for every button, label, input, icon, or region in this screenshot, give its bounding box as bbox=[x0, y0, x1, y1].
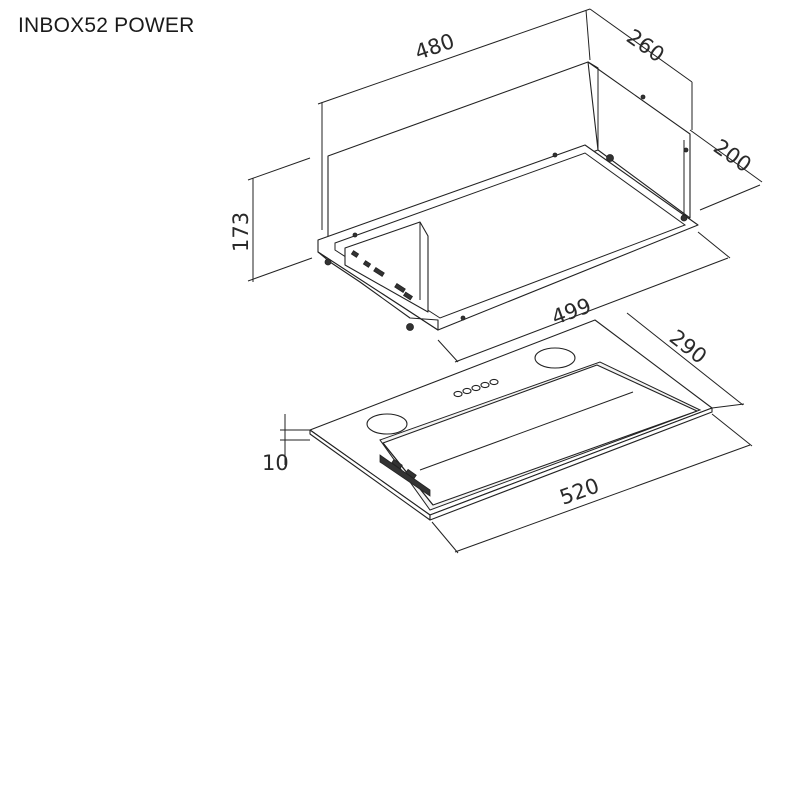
housing-right-panel bbox=[587, 61, 691, 219]
side-controls bbox=[379, 454, 431, 497]
light-right bbox=[534, 347, 576, 369]
dim-box-height: 173 bbox=[229, 212, 253, 252]
dim-panel-length: 520 bbox=[557, 473, 603, 509]
control-buttons bbox=[453, 378, 499, 398]
dimension-lines bbox=[247, 8, 763, 554]
motor-housing bbox=[317, 61, 699, 331]
mounting-holes bbox=[324, 94, 689, 331]
housing-inner-box bbox=[344, 221, 429, 313]
product-title: INBOX52 POWER bbox=[18, 14, 195, 37]
light-left bbox=[366, 413, 408, 435]
front-panel bbox=[309, 319, 713, 521]
dim-box-width: 480 bbox=[412, 29, 458, 65]
dim-box-inner-depth: 200 bbox=[709, 134, 756, 177]
dim-panel-thickness: 10 bbox=[262, 451, 289, 475]
